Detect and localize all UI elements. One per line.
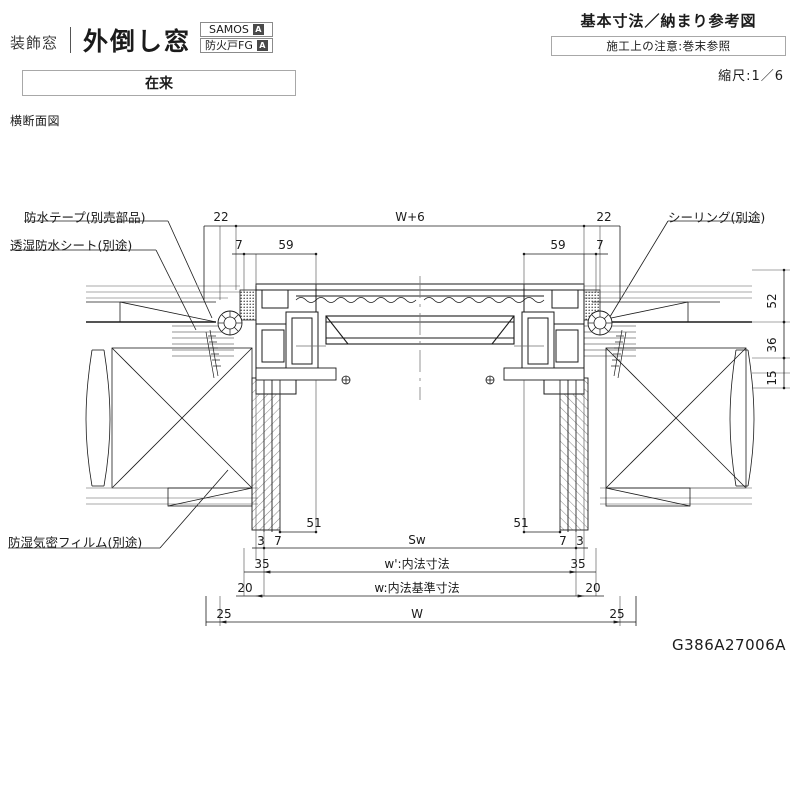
dim-sash-width: Sw [408,533,426,547]
dim-bot-right-51: 51 [513,516,528,530]
badge-samos-label: SAMOS [209,23,249,36]
weather-strip-right [423,297,545,303]
extension-lines [219,226,790,626]
drawing-code: G386A27006A [672,636,786,654]
dim-inner-clear: w':内法寸法 [384,557,449,571]
dim-overall-width: W [411,607,423,621]
header-divider [70,27,72,53]
sash-profile-right [521,311,555,371]
header-right-title: 基本寸法／納まり参考図 [580,12,757,30]
dim-top-overall: W+6 [395,210,425,224]
dim-left-25: 25 [216,607,231,621]
badge-group: SAMOS A 防火戸FG A [200,22,273,54]
jamb-post-right [559,377,589,531]
dim-bot-left-3: 3 [257,534,265,548]
dim-right-25: 25 [609,607,624,621]
siding-board-left [86,301,217,323]
scale-label: 縮尺:1／6 [718,69,784,84]
dim-ticks-edges [203,226,637,626]
product-category: 装飾窓 [10,34,59,52]
badge-samos: SAMOS A [200,22,273,37]
insulation-right [729,349,755,487]
dim-inner-standard: w:内法基準寸法 [374,580,459,595]
dim-right-35: 35 [570,557,585,571]
screw-right [611,329,627,379]
stud-framing-right [605,347,747,489]
header-left: 装飾窓 外倒し窓 SAMOS A 防火戸FG A [10,22,273,54]
dim-bot-left-7: 7 [274,534,282,548]
dim-top-left-edge: 22 [213,210,228,224]
dimension-text-group: 22 W+6 22 7 59 59 7 52 36 15 51 51 3 7 S… [213,210,779,621]
dim-right-52: 52 [765,293,779,308]
badge-samos-grade: A [252,24,264,35]
header-right: 基本寸法／納まり参考図 施工上の注意:巻末参照 縮尺:1／6 [551,10,786,84]
sealing-bead-right [587,310,613,336]
page-title: 外倒し窓 [83,27,192,56]
section-view-label: 横断面図 [10,114,61,128]
dim-bot-right-7: 7 [559,534,567,548]
dim-top-right-edge: 22 [596,210,611,224]
sealing-bead-left [217,310,243,336]
badge-fireproof-label: 防火戸FG [205,39,253,52]
dim-left-35: 35 [254,557,269,571]
badge-fireproof: 防火戸FG A [200,38,273,53]
annotation-moisture-sheet: 透湿防水シート(別途) [10,238,133,253]
dim-top-right-59: 59 [550,238,565,252]
dim-right-15: 15 [765,370,779,385]
annotation-vapour-film: 防湿気密フィルム(別途) [8,535,143,550]
fastener-symbol-right [485,375,495,385]
fastener-symbol-left [341,375,351,385]
tab-construction-type[interactable]: 在来 [22,70,296,96]
construction-note: 施工上の注意:巻末参照 [551,36,786,56]
sash-profile-left [285,311,319,371]
dim-bot-left-51: 51 [306,516,321,530]
dim-top-left-59: 59 [278,238,293,252]
interior-board-lines [86,487,752,505]
furring-strip-left [172,325,234,357]
dim-left-20: 20 [237,581,252,595]
weather-strip-left [295,297,417,303]
leader-lines [8,220,760,549]
dim-right-36: 36 [765,337,779,352]
dim-top-right-inner: 7 [596,238,604,252]
dim-right-20: 20 [585,581,600,595]
insulation-left [85,349,111,487]
badge-fireproof-grade: A [256,40,268,51]
interior-trim-right [605,487,691,507]
dim-top-left-inner: 7 [235,238,243,252]
stud-framing-left [111,347,253,489]
dim-bot-right-3: 3 [576,534,584,548]
caulk-block-left [239,289,257,321]
screw-left [205,329,221,379]
jamb-post-left [251,377,281,531]
